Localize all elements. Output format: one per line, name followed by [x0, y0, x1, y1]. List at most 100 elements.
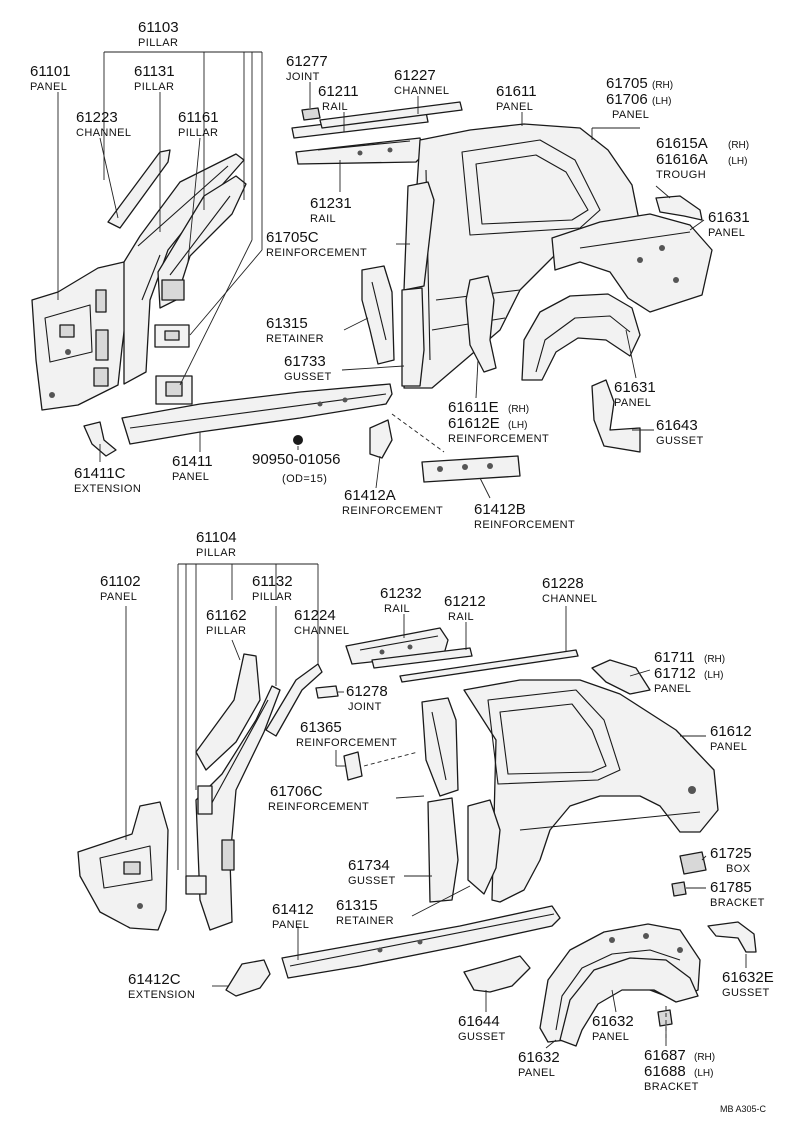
part-61315-retainer-bottom	[467, 799, 501, 895]
bottom-parts	[77, 627, 757, 1047]
label-61725: 61725 BOX	[710, 845, 752, 875]
svg-text:61632: 61632	[592, 1013, 634, 1030]
label-61611E: 61611E (RH) 61612E (LH) REINFORCEMENT	[448, 399, 549, 445]
svg-text:GUSSET: GUSSET	[348, 875, 396, 887]
svg-text:PANEL: PANEL	[518, 1067, 555, 1079]
part-61705C-reinforcement	[403, 181, 435, 291]
svg-text:PILLAR: PILLAR	[206, 625, 246, 637]
label-61161: 61161 PILLAR	[178, 109, 219, 139]
label-61101: 61101 PANEL	[30, 63, 71, 93]
svg-text:61734: 61734	[348, 857, 390, 874]
svg-text:61711: 61711	[654, 649, 695, 666]
svg-text:CHANNEL: CHANNEL	[394, 85, 449, 97]
label-61162: 61162 PILLAR	[206, 607, 247, 637]
svg-text:61103: 61103	[138, 19, 179, 36]
svg-text:(LH): (LH)	[704, 670, 723, 681]
svg-text:61615A: 61615A	[656, 135, 708, 152]
svg-text:90950-01056: 90950-01056	[252, 451, 340, 468]
part-61412C-extension	[225, 959, 271, 997]
label-61411: 61411 PANEL	[172, 453, 213, 483]
svg-text:(RH): (RH)	[704, 654, 725, 665]
label-61612: 61612 PANEL	[710, 723, 752, 753]
svg-text:61315: 61315	[266, 315, 308, 332]
label-61223: 61223 CHANNEL	[76, 109, 131, 139]
label-61785: 61785 BRACKET	[710, 879, 764, 909]
part-61315-retainer-top	[361, 265, 395, 365]
svg-text:(RH): (RH)	[508, 404, 529, 415]
labels-bottom: 61104 PILLAR 61102 PANEL 61132 PILLAR 61…	[100, 529, 774, 1114]
svg-text:(RH): (RH)	[652, 80, 673, 91]
svg-text:PANEL: PANEL	[654, 683, 691, 695]
label-61412A: 61412A REINFORCEMENT	[342, 487, 443, 517]
label-61644: 61644 GUSSET	[458, 1013, 505, 1043]
svg-text:RAIL: RAIL	[322, 101, 348, 113]
part-61228-channel	[399, 649, 579, 683]
part-61278-joint	[315, 685, 339, 699]
svg-text:61227: 61227	[394, 67, 436, 84]
svg-text:61278: 61278	[346, 683, 388, 700]
label-61631-lower: 61631 PANEL	[614, 379, 656, 409]
svg-text:(LH): (LH)	[694, 1068, 713, 1079]
svg-text:61785: 61785	[710, 879, 752, 896]
svg-text:RETAINER: RETAINER	[266, 333, 324, 345]
label-61632E: 61632E GUSSET	[722, 969, 774, 999]
svg-text:PANEL: PANEL	[710, 741, 747, 753]
label-61315-top: 61315 RETAINER	[266, 315, 324, 345]
svg-text:PANEL: PANEL	[30, 81, 67, 93]
part-61734-gusset	[427, 797, 459, 903]
svg-text:61612E: 61612E	[448, 415, 500, 432]
svg-text:(LH): (LH)	[652, 96, 671, 107]
svg-text:61277: 61277	[286, 53, 328, 70]
svg-text:(RH): (RH)	[728, 140, 749, 151]
part-bracket-b	[155, 375, 193, 405]
part-61223-channel	[107, 149, 171, 229]
svg-text:RAIL: RAIL	[384, 603, 410, 615]
svg-text:61412A: 61412A	[344, 487, 396, 504]
part-61277-joint	[301, 107, 321, 121]
svg-text:61632E: 61632E	[722, 969, 774, 986]
label-61711: 61711 (RH) 61712 (LH) PANEL	[654, 649, 725, 695]
svg-text:PANEL: PANEL	[614, 397, 651, 409]
label-61315-bottom: 61315 RETAINER	[336, 897, 394, 927]
label-61103: 61103 PILLAR	[138, 19, 179, 49]
part-61102-panel	[77, 801, 169, 931]
part-61644-gusset	[463, 955, 531, 993]
label-61733: 61733 GUSSET	[284, 353, 331, 383]
svg-text:61212: 61212	[444, 593, 486, 610]
part-61687-bracket	[657, 1009, 673, 1027]
svg-text:(LH): (LH)	[508, 420, 527, 431]
label-61212: 61212 RAIL	[444, 593, 486, 623]
label-61102: 61102 PANEL	[100, 573, 141, 603]
label-61104: 61104 PILLAR	[196, 529, 237, 559]
svg-text:(LH): (LH)	[728, 156, 747, 167]
svg-text:61412: 61412	[272, 901, 314, 918]
label-61615A: 61615A (RH) 61616A (LH) TROUGH	[656, 135, 749, 181]
svg-text:61706C: 61706C	[270, 783, 323, 800]
svg-text:61733: 61733	[284, 353, 326, 370]
part-61412B-reinforcement	[421, 455, 521, 483]
label-61611: 61611 PANEL	[496, 83, 537, 113]
svg-text:61411: 61411	[172, 453, 213, 470]
part-61612-panel	[463, 679, 719, 903]
label-61277: 61277 JOINT	[286, 53, 328, 83]
svg-text:RETAINER: RETAINER	[336, 915, 394, 927]
svg-text:61161: 61161	[178, 109, 219, 126]
label-61412: 61412 PANEL	[272, 901, 314, 931]
svg-text:61688: 61688	[644, 1063, 686, 1080]
part-61101-panel	[31, 261, 129, 411]
svg-text:PILLAR: PILLAR	[196, 547, 236, 559]
svg-text:61132: 61132	[252, 573, 293, 590]
svg-text:61211: 61211	[318, 83, 359, 100]
svg-text:61616A: 61616A	[656, 151, 708, 168]
svg-text:(RH): (RH)	[694, 1052, 715, 1063]
label-61705C: 61705C REINFORCEMENT	[266, 229, 367, 259]
part-61631-panel-lower	[521, 293, 641, 381]
label-61132: 61132 PILLAR	[252, 573, 293, 603]
svg-text:61411C: 61411C	[74, 465, 126, 482]
label-61632-low: 61632 PANEL	[518, 1049, 560, 1079]
svg-text:PILLAR: PILLAR	[178, 127, 218, 139]
svg-text:RAIL: RAIL	[310, 213, 336, 225]
svg-text:GUSSET: GUSSET	[656, 435, 704, 447]
svg-text:61632: 61632	[518, 1049, 560, 1066]
